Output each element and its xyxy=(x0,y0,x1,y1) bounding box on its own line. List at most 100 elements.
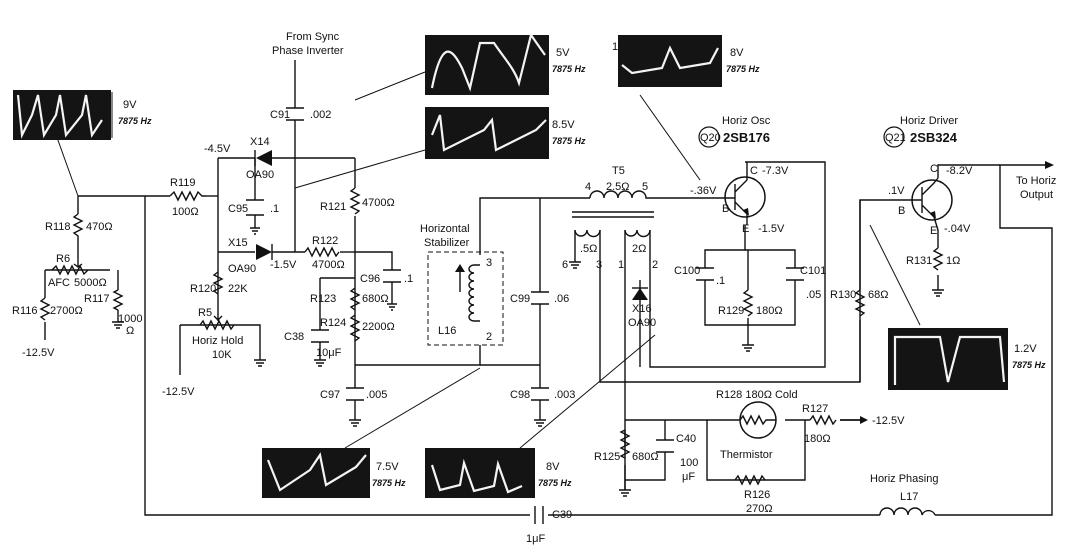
diode-x16 xyxy=(632,280,648,300)
label-sync1: From Sync xyxy=(286,31,340,43)
label-r126: R126 xyxy=(744,489,770,501)
scope-4 xyxy=(618,35,722,87)
resistor-r126 xyxy=(734,474,766,486)
label-v15b: -1.5V xyxy=(758,223,785,235)
label-r117v2: Ω xyxy=(126,325,134,337)
label-q20: Q20 xyxy=(700,132,721,144)
label-r119v: 100Ω xyxy=(172,206,199,218)
transformer-t5 xyxy=(572,190,654,242)
label-r127v: 180Ω xyxy=(804,433,831,445)
scope-1-amp: 9V xyxy=(123,99,137,111)
resistor-r116 xyxy=(39,297,51,321)
capacitor-c101 xyxy=(786,267,804,281)
label-c38v: 10μF xyxy=(316,347,342,359)
label-c39: C39 xyxy=(552,509,572,521)
label-t5b: 2Ω xyxy=(632,243,646,255)
potentiometer-r5 xyxy=(199,315,235,331)
capacitor-c100 xyxy=(696,267,714,281)
label-pin3: 3 xyxy=(596,259,602,271)
label-t5a: .5Ω xyxy=(580,243,597,255)
scope-4-tag: 1 xyxy=(612,41,618,53)
label-out2: Output xyxy=(1020,189,1053,201)
label-r130: R130 xyxy=(830,289,856,301)
label-hosc: Horiz Osc xyxy=(722,115,771,127)
label-q20e: E xyxy=(742,223,749,235)
label-r6v: 5000Ω xyxy=(74,277,107,289)
label-c40: C40 xyxy=(676,433,696,445)
resistor-r121 xyxy=(349,187,361,215)
scope-3-freq: 7875 Hz xyxy=(552,136,586,146)
label-r131: R131 xyxy=(906,255,932,267)
label-afc: AFC xyxy=(48,277,70,289)
scope-6 xyxy=(262,448,370,498)
label-c96: C96 xyxy=(360,273,380,285)
label-r118v: 470Ω xyxy=(86,221,113,233)
label-x14t: OA90 xyxy=(246,169,274,181)
label-c99: C99 xyxy=(510,293,530,305)
label-t5r: 2.5Ω xyxy=(606,181,630,193)
label-neg15a: -1.5V xyxy=(270,259,297,271)
resistor-r127 xyxy=(809,414,868,426)
wiring xyxy=(44,60,1053,516)
label-r122: R122 xyxy=(312,235,338,247)
label-x14: X14 xyxy=(250,136,270,148)
resistor-r130 xyxy=(854,289,866,317)
label-hh1: Horiz Hold xyxy=(192,335,243,347)
label-v73: -7.3V xyxy=(762,165,789,177)
resistor-r117 xyxy=(112,289,124,311)
label-r117: R117 xyxy=(84,293,109,305)
label-x15: X15 xyxy=(228,237,248,249)
label-r122v: 4700Ω xyxy=(312,259,345,271)
label-hdrv: Horiz Driver xyxy=(900,115,958,127)
label-q21n: 2SB324 xyxy=(910,130,958,145)
label-r128: R128 180Ω Cold xyxy=(716,389,798,401)
label-r129: R129 xyxy=(718,305,744,317)
label-c91v: .002 xyxy=(310,109,331,121)
label-v1: .1V xyxy=(888,185,905,197)
label-t5p4: 4 xyxy=(585,181,591,193)
label-r120: R120 xyxy=(190,283,216,295)
label-p2: 2 xyxy=(486,331,492,343)
label-neg45: -4.5V xyxy=(204,143,231,155)
transistor-q20 xyxy=(724,162,766,225)
scope-7-amp: 8V xyxy=(546,461,560,473)
resistor-r131 xyxy=(932,247,944,271)
label-c40v2: μF xyxy=(682,471,695,483)
label-q21e: E xyxy=(930,225,937,237)
label-v82: -8.2V xyxy=(946,165,973,177)
capacitor-c38 xyxy=(311,329,329,343)
label-r121v: 4700Ω xyxy=(362,197,395,209)
diode-x15 xyxy=(256,244,273,260)
diode-x14 xyxy=(254,150,272,166)
label-c97: C97 xyxy=(320,389,340,401)
scope-2-freq: 7875 Hz xyxy=(552,64,586,74)
label-r117v1: 1000 xyxy=(118,313,142,325)
label-r123: R123 xyxy=(310,293,336,305)
label-t5p5: 5 xyxy=(642,181,648,193)
capacitor-c91 xyxy=(286,107,304,121)
scope-6-freq: 7875 Hz xyxy=(372,478,406,488)
label-q20n: 2SB176 xyxy=(723,130,770,145)
resistor-r120 xyxy=(212,271,224,295)
label-r123v: 680Ω xyxy=(362,293,389,305)
label-out1: To Horiz xyxy=(1016,175,1056,187)
capacitor-c95 xyxy=(246,199,264,216)
label-r119: R119 xyxy=(170,177,195,189)
output-arrow xyxy=(1045,161,1054,169)
resistor-r122 xyxy=(304,246,340,258)
transistor-q21 xyxy=(900,177,953,231)
label-q20b: B xyxy=(722,203,729,215)
label-q21: Q21 xyxy=(885,132,906,144)
label-neg125b: -12.5V xyxy=(22,347,55,359)
scope-5-amp: 1.2V xyxy=(1014,343,1037,355)
scope-3 xyxy=(425,107,549,159)
label-therm: Thermistor xyxy=(720,449,773,461)
label-v04: -.04V xyxy=(944,223,971,235)
label-r120v: 22K xyxy=(228,283,248,295)
resistor-r123 xyxy=(349,287,361,311)
resistor-r125 xyxy=(619,429,631,459)
resistor-r129 xyxy=(742,289,754,317)
label-r129v: 180Ω xyxy=(756,305,783,317)
label-q21c: C xyxy=(930,163,938,175)
